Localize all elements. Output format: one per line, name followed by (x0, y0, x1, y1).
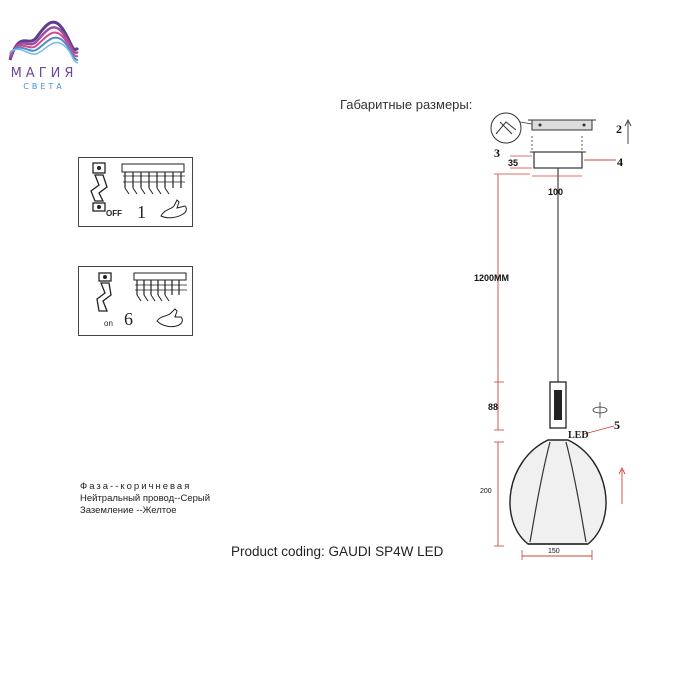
terminal-block-icon (133, 272, 187, 302)
product-coding: Product coding: GAUDI SP4W LED (231, 544, 444, 559)
wiring-legend: Фаза--коричневая Нейтральный провод--Сер… (80, 481, 210, 517)
callout-5: 5 (614, 418, 620, 432)
brand-name: МАГИЯ (10, 66, 78, 81)
step-number: 1 (137, 202, 146, 222)
dimension-cable-length: 1200MM (474, 273, 510, 283)
dimensions-heading: Габаритные размеры: (340, 97, 473, 112)
hand-icon (160, 199, 187, 219)
canopy (533, 151, 583, 169)
dimension-canopy-height: 35 (508, 158, 519, 168)
callout-3: 3 (494, 146, 500, 160)
dimension-holder-height: 88 (488, 402, 499, 412)
dimension-canopy-width: 100 (548, 187, 564, 197)
wiring-neutral: Нейтральный провод--Серый (80, 493, 211, 504)
step-number: 6 (124, 309, 133, 329)
install-step-panel-1: OFF 1 (78, 157, 193, 227)
switch-on-icon (96, 272, 112, 312)
brand-logo (6, 8, 82, 100)
switch-off-icon (90, 162, 108, 212)
wiring-phase: Фаза--коричневая (80, 481, 192, 492)
switch-label: on (104, 319, 113, 328)
pendant-lamp-drawing (490, 112, 632, 560)
brand-tagline: СВЕТА (23, 82, 65, 91)
dimension-shade-height: 200 (480, 488, 492, 495)
hand-icon (156, 308, 183, 328)
dimension-shade-width: 150 (548, 548, 560, 555)
led-label: LED (568, 430, 589, 441)
callout-2: 2 (616, 122, 622, 136)
install-step-panel-2: on 6 (78, 266, 193, 336)
terminal-block-icon (121, 163, 185, 195)
wave-logo-icon (8, 20, 80, 64)
lamp-shade (509, 439, 607, 545)
wiring-ground: Заземление --Желтое (80, 505, 177, 516)
callout-4: 4 (617, 155, 623, 169)
switch-label: OFF (106, 209, 122, 218)
